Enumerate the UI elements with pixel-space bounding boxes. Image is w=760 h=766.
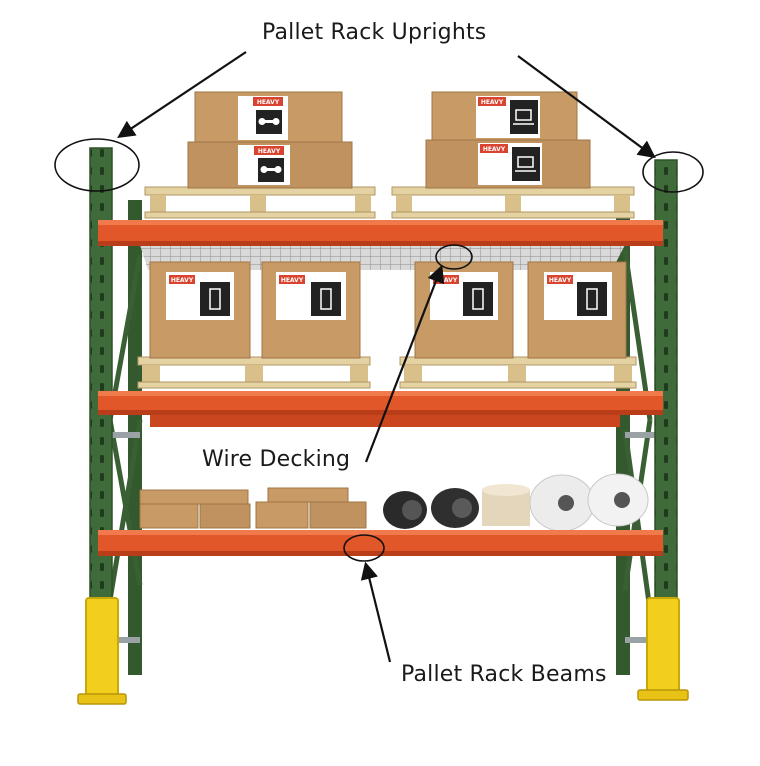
top-pallet-left xyxy=(144,186,376,219)
box-battery-1: HEAVY xyxy=(149,261,251,359)
battery-icon xyxy=(320,288,332,310)
arrow-uprights-left xyxy=(117,51,247,138)
label-wire-decking: Wire Decking xyxy=(202,447,351,472)
label-pallet-rack-beams: Pallet Rack Beams xyxy=(401,662,607,687)
top-pallet-right xyxy=(391,186,635,219)
box-battery-3: HEAVY xyxy=(414,261,514,359)
box-label: HEAVY xyxy=(258,148,281,155)
circle-wire-decking xyxy=(435,244,473,270)
box-label: HEAVY xyxy=(281,277,304,284)
dumbbell-icon xyxy=(258,118,280,125)
box-label: HEAVY xyxy=(483,146,506,153)
beam-top xyxy=(98,220,663,246)
film-rolls-dark xyxy=(383,488,479,529)
small-boxes xyxy=(139,487,367,529)
arrow-wire-decking xyxy=(364,264,445,463)
box-label: HEAVY xyxy=(549,277,572,284)
stretch-film-rolls xyxy=(529,473,649,532)
annotation-arrows xyxy=(117,51,656,663)
box-battery-4: HEAVY xyxy=(527,261,627,359)
battery-icon xyxy=(209,288,221,310)
circle-beam xyxy=(343,534,385,562)
middle-pallet-left xyxy=(137,356,371,389)
box-label: HEAVY xyxy=(435,277,458,284)
arrow-beams xyxy=(360,561,392,663)
box-label: HEAVY xyxy=(171,277,194,284)
circle-upright-left xyxy=(54,138,140,192)
box-label: HEAVY xyxy=(257,99,280,106)
laptop-icon xyxy=(513,109,534,125)
box-dumbbell-upper: HEAVY xyxy=(194,91,343,143)
paper-roll xyxy=(482,484,530,526)
battery-icon xyxy=(586,288,598,310)
box-battery-2: HEAVY xyxy=(261,261,361,359)
label-pallet-rack-uprights: Pallet Rack Uprights xyxy=(262,20,487,45)
laptop-icon xyxy=(515,156,536,172)
circle-upright-right xyxy=(642,151,704,193)
beam-bottom xyxy=(98,530,663,556)
column-guard-left xyxy=(77,597,127,705)
battery-icon xyxy=(472,288,484,310)
arrow-uprights-right xyxy=(517,55,656,159)
column-guard-right xyxy=(637,597,689,701)
dumbbell-icon xyxy=(260,166,282,173)
middle-pallet-right xyxy=(399,356,637,389)
annotation-circles xyxy=(54,138,704,562)
box-label: HEAVY xyxy=(481,99,504,106)
box-laptop-upper: HEAVY xyxy=(431,91,578,141)
beam-middle xyxy=(98,391,663,427)
box-laptop-lower: HEAVY xyxy=(425,139,591,189)
box-dumbbell-lower: HEAVY xyxy=(187,141,353,189)
